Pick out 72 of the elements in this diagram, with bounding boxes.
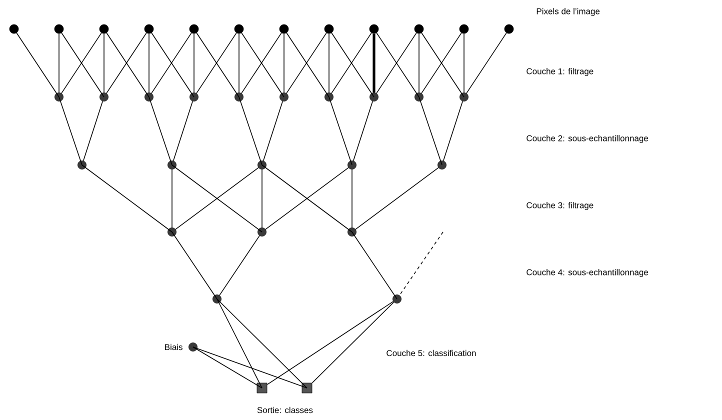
neuron-circle: [144, 24, 154, 34]
connection-line: [82, 164, 172, 232]
output-square: [256, 382, 268, 394]
neuron-circle: [324, 24, 334, 34]
neuron-circle: [258, 228, 266, 236]
neuron-circle: [414, 92, 424, 102]
connection-line: [352, 100, 374, 162]
connection-line: [148, 96, 172, 166]
neuron-circle: [212, 294, 222, 304]
connection-line: [418, 33, 420, 93]
connection-line: [172, 100, 194, 162]
connection-line: [466, 32, 507, 94]
connection-line: [328, 96, 352, 166]
connection-line: [262, 100, 284, 162]
connection-line: [328, 33, 330, 93]
neuron-circle: [144, 92, 154, 102]
neuron-circle: [504, 24, 514, 34]
connection-line: [399, 232, 444, 296]
neuron-circle: [100, 92, 108, 102]
neuron-circle: [9, 24, 19, 34]
neuron-circle: [324, 92, 334, 102]
connection-line: [442, 100, 464, 162]
neuron-circle: [189, 24, 199, 34]
layer-label: Couche 5: classification: [386, 350, 476, 356]
connection-line: [58, 96, 82, 166]
connection-line: [192, 346, 308, 388]
layer-label: Pixels de l’image: [536, 8, 600, 16]
neuron-circle: [78, 160, 86, 170]
connection-line: [238, 33, 240, 93]
connection-line: [266, 301, 394, 385]
layer-label: Couche 4: sous-echantillonnage: [526, 269, 648, 277]
neuron-circle: [54, 92, 64, 102]
neuron-circle: [234, 24, 244, 34]
connection-line: [172, 232, 218, 300]
layer-label: Couche 1: filtrage: [526, 68, 594, 76]
neuron-circle: [99, 24, 109, 34]
connection-line: [372, 34, 376, 93]
neuron-circle: [459, 24, 469, 34]
neuron-circle: [168, 228, 176, 236]
neuron-circle: [438, 160, 446, 170]
neuron-circle: [188, 342, 198, 352]
connection-line: [238, 96, 262, 166]
layer-label: Couche 2: sous-echantillonnage: [526, 135, 648, 143]
neuron-circle: [168, 160, 176, 170]
connection-line: [216, 298, 262, 388]
neuron-circle: [234, 92, 244, 102]
connection-line: [352, 232, 398, 300]
connection-line: [418, 96, 442, 166]
neuron-circle: [414, 24, 424, 34]
neuron-circle: [460, 92, 468, 102]
neuron-circle: [348, 228, 356, 236]
connection-line: [82, 100, 104, 162]
layer-label: Couche 3: filtrage: [526, 202, 594, 210]
connection-line: [355, 167, 439, 230]
connection-line: [192, 346, 262, 388]
connection-line: [148, 33, 150, 93]
connection-line: [58, 33, 60, 93]
neuron-circle: [370, 92, 378, 102]
neuron-circle: [190, 92, 198, 102]
neuron-circle: [258, 160, 266, 170]
connection-line: [216, 298, 308, 388]
neuron-circle: [348, 160, 356, 170]
neuron-circle: [392, 294, 402, 304]
node-label: Biais: [165, 344, 182, 350]
output-square: [302, 382, 312, 394]
layer-label: Sortie: classes: [257, 406, 313, 414]
neuron-circle: [369, 24, 379, 34]
neuron-circle: [54, 24, 64, 34]
neuron-circle: [279, 24, 289, 34]
connection-line: [219, 235, 260, 296]
neuron-circle: [280, 92, 288, 102]
connection-line: [312, 302, 394, 384]
